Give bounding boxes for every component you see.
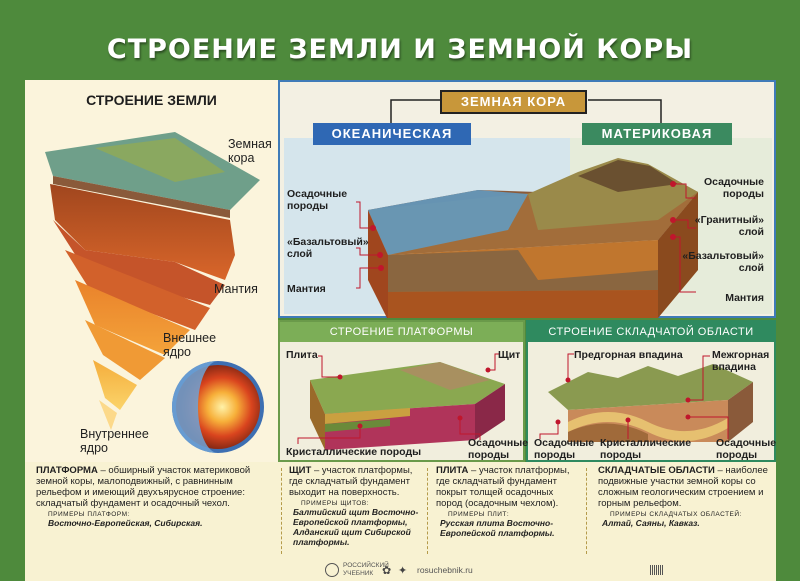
separator (586, 468, 587, 554)
continental-granite-label: «Гранитный» слой (694, 214, 764, 238)
oceanic-basalt-label: «Базальтовый» слой (287, 236, 369, 260)
folded-area-illustration (539, 353, 753, 442)
crust-illustration (284, 99, 772, 318)
definition-shield: ЩИТ – участок платформы, где складчатый … (289, 465, 419, 547)
logo-mark-icon: ✿ (382, 565, 392, 577)
oceanic-mantle-label: Мантия (287, 283, 326, 295)
footer (25, 560, 776, 581)
platform-crystalline-label: Кристаллические породы (286, 446, 422, 458)
continental-crust-label: МАТЕРИКОВАЯ (582, 123, 732, 145)
mantle-label: Мантия (214, 282, 258, 296)
definition-plate: ПЛИТА – участок платформы, где складчаты… (436, 465, 570, 538)
website-link[interactable]: rosuchebnik.ru (417, 565, 473, 575)
continental-sediment-label: Осадочные породы (703, 176, 764, 200)
folded-area-title: СТРОЕНИЕ СКЛАДЧАТОЙ ОБЛАСТИ (528, 322, 774, 342)
outer-core-label: Внешнее ядро (163, 331, 217, 359)
shield-label: Щит (498, 349, 521, 361)
page-title: СТРОЕНИЕ ЗЕМЛИ И ЗЕМНОЙ КОРЫ (106, 34, 694, 65)
continental-basalt-label: «Базальтовый» слой (682, 250, 764, 274)
plate-label: Плита (286, 349, 318, 361)
platform-title: СТРОЕНИЕ ПЛАТФОРМЫ (280, 322, 523, 342)
crust-label: Земная кора (228, 137, 272, 165)
separator (281, 468, 282, 554)
inner-core-label: Внутреннее ядро (80, 427, 149, 455)
intermontane-label: Межгорная впадина (712, 349, 770, 373)
foredeep-label: Предгорная впадина (574, 349, 683, 361)
logo-mark-icon: ✦ (398, 565, 408, 577)
definition-folded-area: СКЛАДЧАТЫЕ ОБЛАСТИ – наиболее подвижные … (598, 465, 768, 528)
platform-illustration (297, 353, 505, 450)
oceanic-sediment-label: Осадочные породы (287, 188, 348, 212)
folded-crystalline-label: Кристаллические породы (600, 437, 692, 461)
publisher-name: РОССИЙСКИЙ УЧЕБНИК (343, 562, 389, 577)
publisher-logo-icon (325, 563, 339, 577)
earth-layers-illustration (45, 132, 264, 453)
separator (427, 468, 428, 554)
continental-mantle-label: Мантия (725, 292, 764, 304)
platform-sediment-label: Осадочные породы (468, 437, 529, 461)
definition-platform: ПЛАТФОРМА – обширный участок материковой… (36, 465, 251, 528)
earth-structure-title: СТРОЕНИЕ ЗЕМЛИ (86, 92, 217, 108)
folded-sediment-right-label: Осадочные породы (716, 437, 777, 461)
crust-title: ЗЕМНАЯ КОРА (440, 90, 587, 114)
definitions-panel (25, 462, 776, 560)
oceanic-crust-label: ОКЕАНИЧЕСКАЯ (313, 123, 471, 145)
folded-sediment-left-label: Осадочные породы (534, 437, 595, 461)
barcode-icon (650, 565, 664, 575)
